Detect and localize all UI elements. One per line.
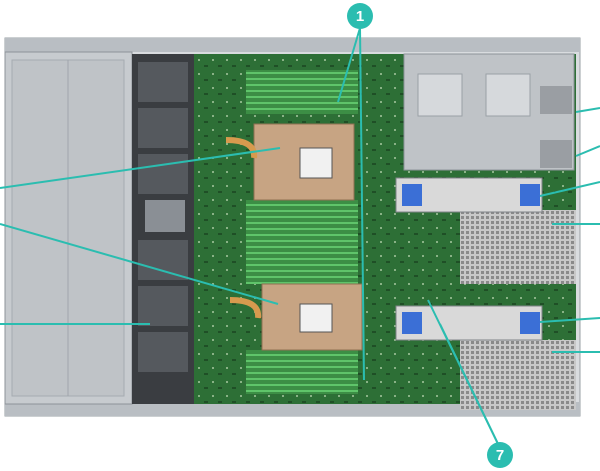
callout-lines — [0, 27, 600, 449]
cpu-heatsinks — [225, 123, 363, 351]
drive-bay — [4, 51, 133, 405]
fan-bank — [132, 54, 194, 404]
riser-cages — [395, 177, 576, 410]
callout-badge-7: 7 — [487, 442, 513, 468]
dimm-slots — [246, 70, 358, 394]
callout-badge-1: 1 — [347, 3, 373, 29]
power-supply-cage — [403, 53, 575, 171]
